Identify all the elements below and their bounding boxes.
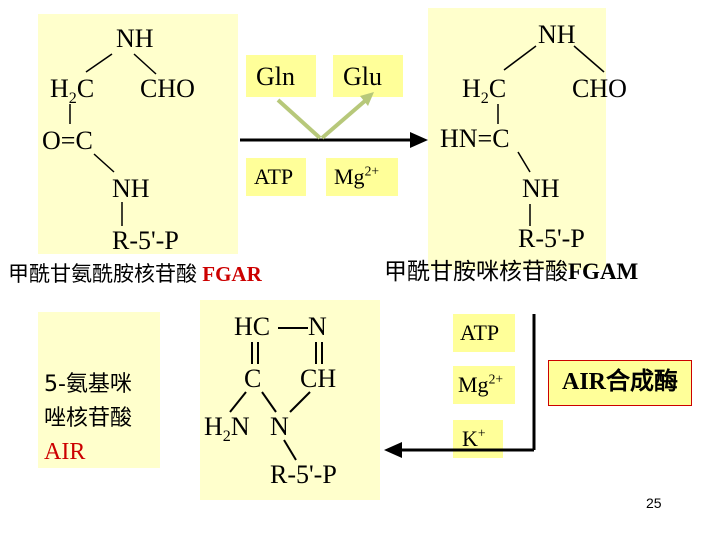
fgam-nh: NH: [538, 20, 576, 49]
fgam-r5p: R-5'-P: [518, 224, 585, 253]
fgam-hnc: HN=C: [440, 124, 510, 153]
ring-n-r: [283, 439, 297, 461]
page-number: 25: [646, 495, 662, 511]
mg2-box: [453, 366, 515, 404]
fgam-box: [428, 8, 606, 270]
fgam-label: 甲酰甘胺咪核苷酸FGAM: [384, 260, 638, 284]
fgar-oc: O=C: [42, 126, 93, 155]
atp-box: [246, 158, 306, 196]
ring-c-h2n: [229, 391, 247, 413]
air-box: [38, 312, 160, 468]
gln-label: Gln: [256, 62, 295, 91]
glu-label: Glu: [343, 62, 382, 91]
fgar-nh2: NH: [112, 174, 150, 203]
ring-c-n: [261, 391, 277, 413]
ring-hc: HC: [234, 312, 271, 341]
glu-arrowhead: [360, 92, 374, 106]
gln-arrow: [276, 98, 322, 140]
k-label: K+: [462, 425, 486, 451]
fgar-box: [38, 14, 238, 254]
fgam-cho: CHO: [572, 74, 627, 103]
fgar-bond-nh-cho: [133, 53, 157, 75]
ring-h2n: H2N: [204, 412, 250, 446]
fgar-label: 甲酰甘氨酰胺核苷酸 FGAR: [8, 264, 262, 285]
ring-ch-n: [289, 391, 311, 413]
fgar-h2c: H2C: [50, 74, 95, 108]
glu-box: [333, 55, 403, 97]
fgar-abbr: FGAR: [202, 262, 262, 286]
glu-arrow: [320, 98, 368, 140]
air-line1: 5-氨基咪: [44, 372, 132, 397]
fgam-h2c: H2C: [462, 74, 507, 108]
ring-n-top: N: [308, 312, 327, 341]
ring-c: C: [244, 364, 262, 393]
ring-r5p: R-5'-P: [270, 460, 337, 489]
air-line2: 唑核苷酸: [44, 406, 133, 431]
atp2-box: [453, 314, 515, 352]
atp-label: ATP: [254, 164, 294, 189]
fgar-cho: CHO: [140, 74, 195, 103]
enzyme-label: AIR合成酶: [562, 369, 679, 395]
k-box: [453, 420, 503, 458]
gln-box: [246, 55, 316, 97]
fgar-nh: NH: [116, 24, 154, 53]
mg-label: Mg2+: [334, 163, 380, 189]
ring-n-bottom: N: [270, 412, 289, 441]
mg2-label: Mg2+: [458, 371, 504, 397]
fgam-bond-hnc-nh: [517, 151, 531, 173]
fgar-bond-nh-h2c: [85, 53, 113, 73]
mg-box: [326, 158, 398, 196]
ring-box: [200, 300, 380, 500]
fgam-name: 甲酰甘胺咪核苷酸: [384, 259, 568, 285]
ring-ch: CH: [300, 364, 337, 393]
fgam-nh2: NH: [522, 174, 560, 203]
fgam-bond-nh-cho: [573, 45, 605, 73]
enzyme-box: [548, 360, 692, 406]
reaction-arrowhead: [410, 132, 428, 148]
air-reaction-arrowhead: [384, 442, 402, 458]
fgam-bond-nh-h2c: [503, 45, 537, 71]
fgar-bond-oc-nh: [93, 153, 115, 173]
fgar-name: 甲酰甘氨酰胺核苷酸: [8, 262, 197, 286]
fgar-r5p: R-5'-P: [112, 226, 179, 255]
air-abbr: AIR: [44, 439, 86, 465]
atp2-label: ATP: [460, 320, 500, 345]
fgam-abbr: FGAM: [568, 259, 639, 284]
